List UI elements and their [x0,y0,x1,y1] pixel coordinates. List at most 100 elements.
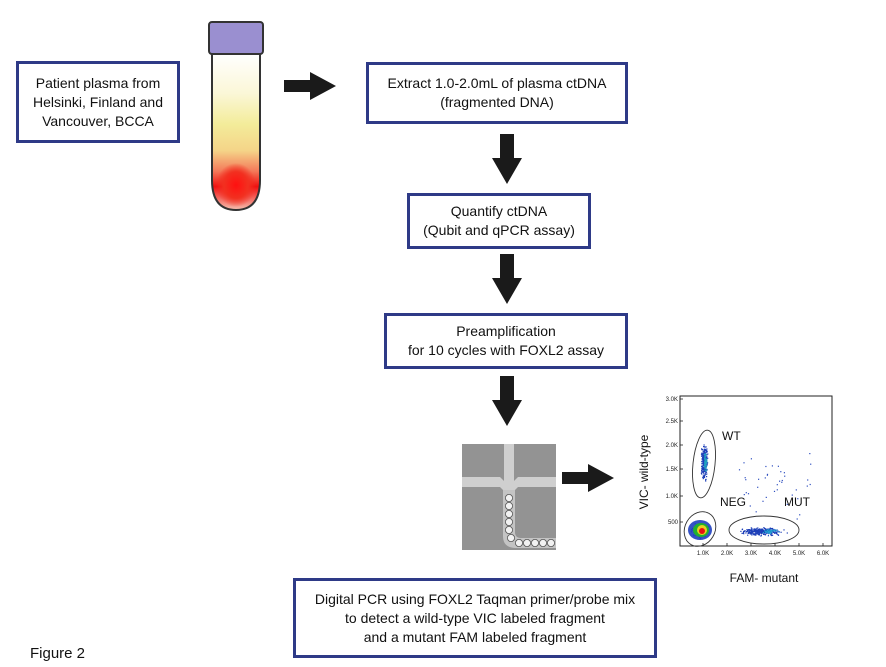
droplet-point [776,531,778,534]
droplet-point [770,531,772,533]
droplet-point [701,448,703,450]
droplet-point [750,531,753,533]
droplet-point [749,533,751,535]
droplet-point [764,534,767,536]
droplet-point [758,534,760,536]
x-tick: 4.0K [769,551,781,557]
droplet-point [707,462,709,464]
droplet-point [705,461,707,463]
droplet-point [702,454,704,456]
droplet-point [768,529,770,531]
droplet-point [754,530,756,532]
droplet-point [752,528,754,530]
droplet-point [774,531,776,533]
droplet-point [764,530,766,532]
droplet-point [784,475,786,477]
droplet-point [746,530,748,533]
droplet-point [704,457,706,459]
droplet-point [759,530,761,532]
droplet-point [757,531,759,534]
x-tick: 1.0K [697,551,709,557]
droplet-point [772,534,774,536]
droplet-point [755,511,757,513]
droplet-point [771,532,773,535]
droplet-point [772,531,774,534]
droplet-point [701,452,703,454]
droplet-point [765,465,767,468]
droplet-point [774,530,777,532]
y-tick: 500 [668,520,679,526]
droplet-point [753,534,755,536]
droplet-point [758,533,760,535]
droplet-point [743,494,745,496]
droplet-point [776,484,778,486]
droplet-point [752,533,754,535]
droplet-point [704,456,707,458]
droplet-point [762,533,765,535]
droplet-point [703,448,706,450]
droplet-point [776,531,778,533]
droplet-point [705,448,707,450]
droplet-point [752,531,754,533]
droplet-point [810,463,812,465]
droplet-point [745,532,747,534]
cluster-label-mut: MUT [784,495,811,509]
droplet-point [757,486,759,488]
droplet-point [776,533,778,535]
droplet-point [762,532,764,534]
droplet-point [702,476,704,478]
droplet-point [704,463,706,465]
droplet-point [705,478,707,480]
droplet-point [749,530,751,532]
droplet-point [706,457,708,459]
droplet-point [701,468,703,470]
droplet-point [702,448,704,451]
droplet-point [742,531,745,533]
droplet-point [763,527,766,529]
droplet-point [766,473,769,475]
droplet-point [786,503,788,505]
x-tick: 5.0K [793,551,805,557]
droplet-point [704,470,706,472]
droplet-point [703,444,705,446]
digital-pcr-box: Digital PCR using FOXL2 Taqman primer/pr… [293,578,657,658]
droplet-point [747,493,750,495]
droplet-point [706,448,708,450]
droplet-point [750,458,752,460]
droplet-point [701,470,703,472]
droplet-point [766,531,769,533]
droplet-scatter-plot: 3.0K 2.5K 2.0K 1.5K 1.0K 500 1.0K 2.0K 3… [630,390,840,585]
droplet-point [755,533,757,535]
droplet-point [703,475,706,478]
droplet-point [705,458,707,460]
droplet-point [765,528,767,530]
droplet-point [755,529,757,531]
preamp-line-1: Preamplification [456,323,556,339]
droplet-point [707,457,709,459]
droplet-point [767,531,769,533]
droplet-point [704,461,706,463]
droplet-point [807,479,809,481]
droplet-point [765,530,767,532]
droplet-point [705,471,707,473]
x-tick: 2.0K [721,551,733,557]
droplet-point [703,459,705,461]
droplet-point [744,477,746,479]
droplet-point [809,453,811,455]
droplet-point [702,452,704,454]
droplet-point [701,468,703,470]
droplet-point [750,533,752,535]
y-axis-label: VIC- wild-type [637,434,651,509]
droplet-point [702,464,705,466]
droplet-point [702,462,705,464]
droplet-point [706,463,708,465]
droplet-point [706,465,708,467]
droplet-point [770,532,772,534]
droplet-point [781,481,783,483]
droplet-point [761,529,763,531]
droplet-point [744,530,746,532]
droplet-point [759,532,761,534]
droplet-point [702,476,704,478]
droplet-point [705,467,707,469]
droplet-point [703,463,705,465]
